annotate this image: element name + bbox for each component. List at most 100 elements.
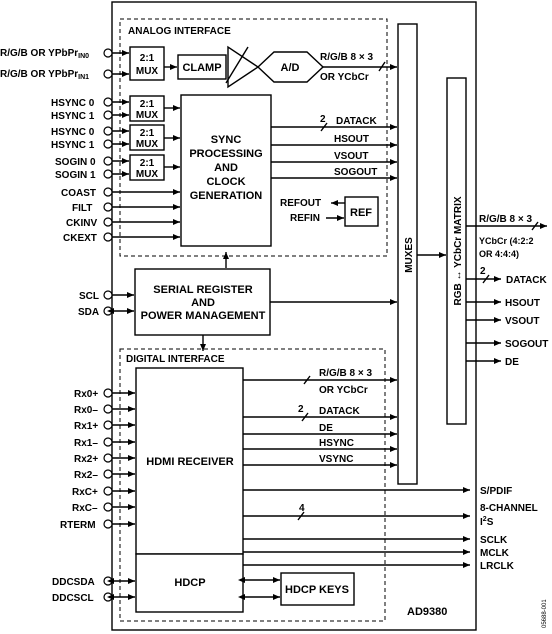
pin-hsync0b[interactable] bbox=[103, 126, 113, 136]
pin-rx0p[interactable] bbox=[103, 388, 113, 398]
pin-label-rx1p: Rx1+ bbox=[74, 421, 98, 432]
pin-label-hsync0b: HSYNC 0 bbox=[51, 127, 95, 138]
out-hsout-label: HSOUT bbox=[505, 298, 540, 309]
mux-label: 2:1 bbox=[140, 53, 155, 64]
ref-label: REF bbox=[350, 207, 372, 219]
pin-rxcp[interactable] bbox=[103, 486, 113, 496]
analog-interface-title: ANALOG INTERFACE bbox=[128, 26, 231, 37]
sync-line-4: CLOCK bbox=[206, 176, 245, 188]
matrix-block bbox=[446, 77, 467, 425]
pin-label-ckinv: CKINV bbox=[66, 218, 97, 229]
pin-hsync1b[interactable] bbox=[103, 139, 113, 149]
out-datack-label: DATACK bbox=[506, 275, 548, 286]
pin-label-rx1m: Rx1– bbox=[74, 438, 98, 449]
pin-rx1m[interactable] bbox=[103, 437, 113, 447]
doc-code: 05688-001 bbox=[542, 599, 548, 628]
hdcp-label: HDCP bbox=[174, 577, 205, 589]
svg-text:2:1: 2:1 bbox=[140, 99, 155, 110]
pin-ddcscl[interactable] bbox=[103, 592, 113, 602]
analog-hsout-label: HSOUT bbox=[334, 134, 369, 145]
hdcp-keys-block bbox=[280, 572, 355, 606]
pin-coast[interactable] bbox=[103, 187, 113, 197]
muxes-block bbox=[397, 23, 418, 485]
analog-datack-label: DATACK bbox=[336, 116, 378, 127]
pin-label-sogin1: SOGIN 1 bbox=[55, 170, 96, 181]
serial-line-2: AND bbox=[191, 297, 215, 309]
pin-scl[interactable] bbox=[103, 290, 113, 300]
out-ycbcr-label-1: YCbCr (4:2:2 bbox=[479, 236, 534, 246]
digital-de-label: DE bbox=[319, 423, 333, 434]
pin-sogin1[interactable] bbox=[103, 169, 113, 179]
pin-hsync1[interactable] bbox=[103, 110, 113, 120]
out-spdif-label: S/PDIF bbox=[480, 486, 512, 497]
pin-label-filt: FILT bbox=[72, 203, 92, 214]
analog-input-pins: R/G/B OR YPbPrIN0 R/G/B OR YPbPrIN1 HSYN… bbox=[0, 48, 113, 244]
analog-out-data-label-1: R/G/B 8 × 3 bbox=[320, 52, 374, 63]
pin-label-hsync0: HSYNC 0 bbox=[51, 98, 95, 109]
analog-interface-region bbox=[119, 18, 388, 257]
pin-rx1p[interactable] bbox=[103, 420, 113, 430]
svg-text:2:1: 2:1 bbox=[140, 158, 155, 169]
pin-ckinv[interactable] bbox=[103, 217, 113, 227]
pin-rx2p[interactable] bbox=[103, 453, 113, 463]
clamp-label: CLAMP bbox=[182, 62, 221, 74]
out-8ch-label-1: 8-CHANNEL bbox=[480, 503, 538, 514]
pin-label-rxcm: RxC– bbox=[72, 503, 98, 514]
sync-line-2: PROCESSING bbox=[189, 148, 262, 160]
analog-out-data-label-2: OR YCbCr bbox=[320, 72, 369, 83]
hdmi-receiver-label: HDMI RECEIVER bbox=[146, 456, 233, 468]
sync-line-3: AND bbox=[214, 162, 238, 174]
pin-label-hsync1b: HSYNC 1 bbox=[51, 140, 95, 151]
pin-label-scl: SCL bbox=[79, 291, 99, 302]
pin-label-sogin0: SOGIN 0 bbox=[55, 157, 96, 168]
right-outputs: R/G/B 8 × 3 YCbCr (4:2:2 OR 4:4:4) 2 DAT… bbox=[466, 214, 548, 368]
device-name: AD9380 bbox=[407, 606, 447, 618]
pin-label-rgb-in1: R/G/B OR YPbPrIN1 bbox=[0, 69, 89, 81]
pin-rgb-in1[interactable] bbox=[103, 69, 113, 79]
pin-label-rgb-in0: R/G/B OR YPbPrIN0 bbox=[0, 48, 89, 60]
out-vsout-label: VSOUT bbox=[505, 316, 539, 327]
matrix-label: RGB ↔ YCbCr MATRIX bbox=[453, 196, 464, 305]
sync-line-1: SYNC bbox=[211, 134, 242, 146]
pin-label-ddcscl: DDCSCL bbox=[52, 593, 94, 604]
pin-rx0m[interactable] bbox=[103, 404, 113, 414]
adc-label: A/D bbox=[281, 62, 300, 74]
out-ycbcr-label-2: OR 4:4:4) bbox=[479, 249, 519, 259]
digital-outputs: R/G/B 8 × 3 OR YCbCr 2 DATACK DE HSYNC V… bbox=[243, 368, 538, 572]
pin-rgb-in0[interactable] bbox=[103, 48, 113, 58]
digital-i2s-bus-width: 4 bbox=[299, 503, 305, 514]
pin-sogin0[interactable] bbox=[103, 156, 113, 166]
refin-label: REFIN bbox=[290, 213, 320, 224]
hdcp-keys-label: HDCP KEYS bbox=[285, 584, 349, 596]
digital-interface-title: DIGITAL INTERFACE bbox=[126, 354, 225, 365]
digital-interface-region bbox=[119, 348, 386, 622]
serial-line-1: SERIAL REGISTER bbox=[153, 284, 252, 296]
pin-rxcm[interactable] bbox=[103, 502, 113, 512]
digital-out-data-label-1: R/G/B 8 × 3 bbox=[319, 368, 373, 379]
pin-sda[interactable] bbox=[103, 306, 113, 316]
svg-text:MUX: MUX bbox=[136, 139, 159, 150]
analog-vsout-label: VSOUT bbox=[334, 151, 368, 162]
digital-datack-bus-width: 2 bbox=[298, 404, 304, 415]
pin-hsync0[interactable] bbox=[103, 97, 113, 107]
mux-label: MUX bbox=[136, 66, 159, 77]
digital-input-pins: Rx0+ Rx0– Rx1+ Rx1– Rx2+ Rx2– RxC+ RxC– … bbox=[52, 388, 113, 604]
pin-ckext[interactable] bbox=[103, 232, 113, 242]
sync-line-5: GENERATION bbox=[190, 190, 263, 202]
analog-datack-bus-width: 2 bbox=[320, 114, 326, 125]
pin-rterm[interactable] bbox=[103, 519, 113, 529]
analog-input-wires bbox=[112, 50, 180, 240]
svg-text:MUX: MUX bbox=[136, 110, 159, 121]
out-rgb-label: R/G/B 8 × 3 bbox=[479, 214, 533, 225]
ref-block bbox=[344, 196, 379, 227]
pin-filt[interactable] bbox=[103, 202, 113, 212]
refout-label: REFOUT bbox=[280, 198, 321, 209]
hdmi-receiver-block bbox=[135, 367, 244, 555]
out-mclk-label: MCLK bbox=[480, 548, 510, 559]
pin-label-rx0m: Rx0– bbox=[74, 405, 98, 416]
out-8ch-label-2: I2S bbox=[480, 516, 494, 528]
pin-ddcsda[interactable] bbox=[103, 576, 113, 586]
pin-rx2m[interactable] bbox=[103, 469, 113, 479]
analog-mux-blocks: 2:1 MUX 2:1 MUX 2:1 MUX 2:1 MUX bbox=[129, 46, 165, 181]
